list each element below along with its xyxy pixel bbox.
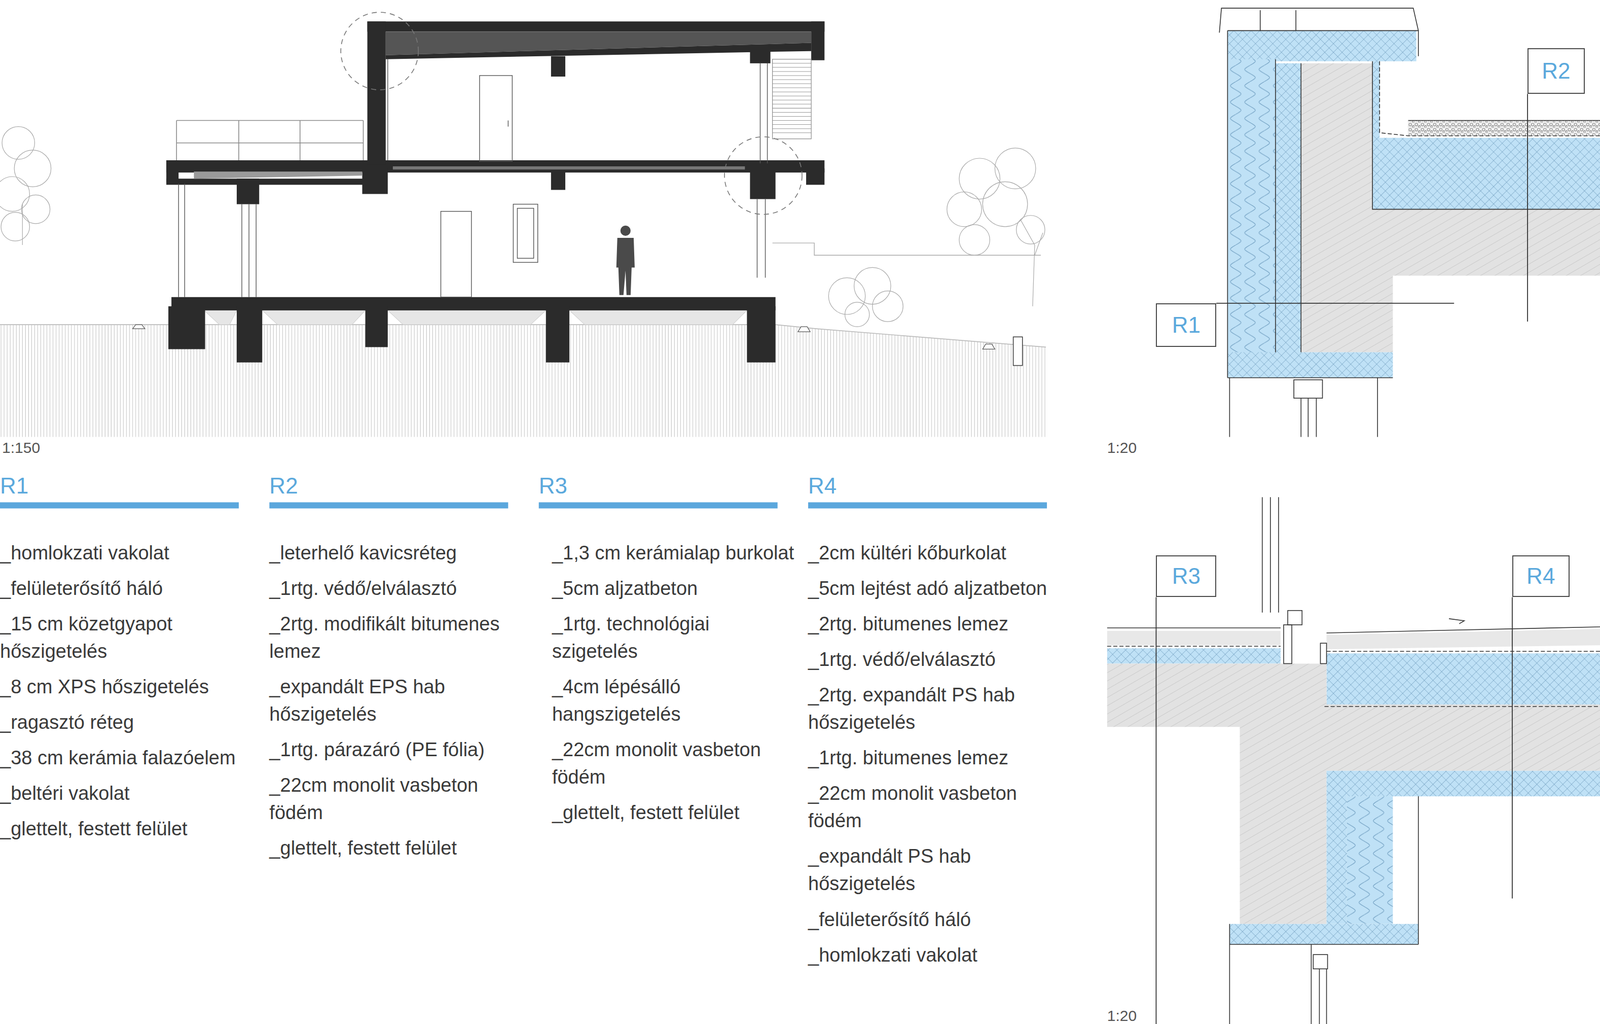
callout-text: R1 [1172,312,1201,338]
layer-item: _22cm monolit vasbeton födém [552,735,797,791]
callout-box: R3 [1155,555,1217,598]
scale-label: 1:20 [1107,438,1137,457]
layer-item: _5cm aljzatbeton [552,574,797,602]
detail-r3-r4 [1107,496,1600,1024]
layer-item: _4cm lépésálló hangszigetelés [552,672,797,728]
layer-item: _felületerősítő háló [0,574,262,602]
callout-text: R2 [1541,58,1571,84]
column-heading: R1 [0,472,29,499]
layer-item: _felületerősítő háló [808,905,1064,933]
layer-item: _15 cm közetgyapot hőszigetelés [0,609,262,665]
callout-box: R4 [1512,555,1570,598]
layer-item: _homlokzati vakolat [0,538,262,567]
section-drawing [0,12,1046,437]
layer-item: _1rtg. védő/elválasztó [808,645,1064,673]
layer-item: _1rtg. bitumenes lemez [808,743,1064,772]
layer-item: _2cm kültéri kőburkolat [808,538,1064,567]
column-heading: R3 [538,472,568,499]
callout-box: R2 [1527,48,1585,95]
layer-item: _22cm monolit vasbeton födém [269,771,531,826]
heading-bars [0,501,1047,508]
scale-label: 1:20 [1107,1006,1137,1024]
layer-item: _glettelt, festett felület [552,798,797,826]
layer-item: _5cm lejtést adó aljzatbeton [808,574,1064,602]
callout-box: R1 [1155,303,1217,348]
layer-item: _2rtg. modifikált bitumenes lemez [269,609,531,665]
layer-item: _8 cm XPS hőszigetelés [0,672,262,701]
layer-item: _glettelt, festett felület [0,814,262,843]
layer-item: _glettelt, festett felület [269,833,531,862]
callout-text: R4 [1526,563,1555,589]
callout-text: R3 [1172,563,1201,589]
layer-item: _beltéri vakolat [0,779,262,807]
detail-r1-r2 [1216,8,1600,437]
column-heading: R2 [269,472,298,499]
layer-item: _homlokzati vakolat [808,940,1064,969]
column-heading: R4 [808,472,837,499]
layer-item: _2rtg. bitumenes lemez [808,609,1064,638]
layer-item: _leterhelő kavicsréteg [269,538,531,567]
layer-item: _22cm monolit vasbeton födém [808,779,1064,834]
layer-item: _38 cm kerámia falazóelem [0,743,262,772]
layer-item: _ragasztó réteg [0,708,262,736]
scale-label: 1:150 [2,438,41,457]
layer-item: _1rtg. technológiai szigetelés [552,609,797,665]
layer-item: _1,3 cm kerámialap burkolat [552,538,797,567]
layer-item: _1rtg. párazáró (PE fólia) [269,735,531,763]
layer-item: _expandált EPS hab hőszigetelés [269,672,531,728]
layer-item: _expandált PS hab hőszigetelés [808,842,1064,897]
layer-item: _2rtg. expandált PS hab hőszigetelés [808,680,1064,736]
layer-item: _1rtg. védő/elválasztó [269,574,531,602]
